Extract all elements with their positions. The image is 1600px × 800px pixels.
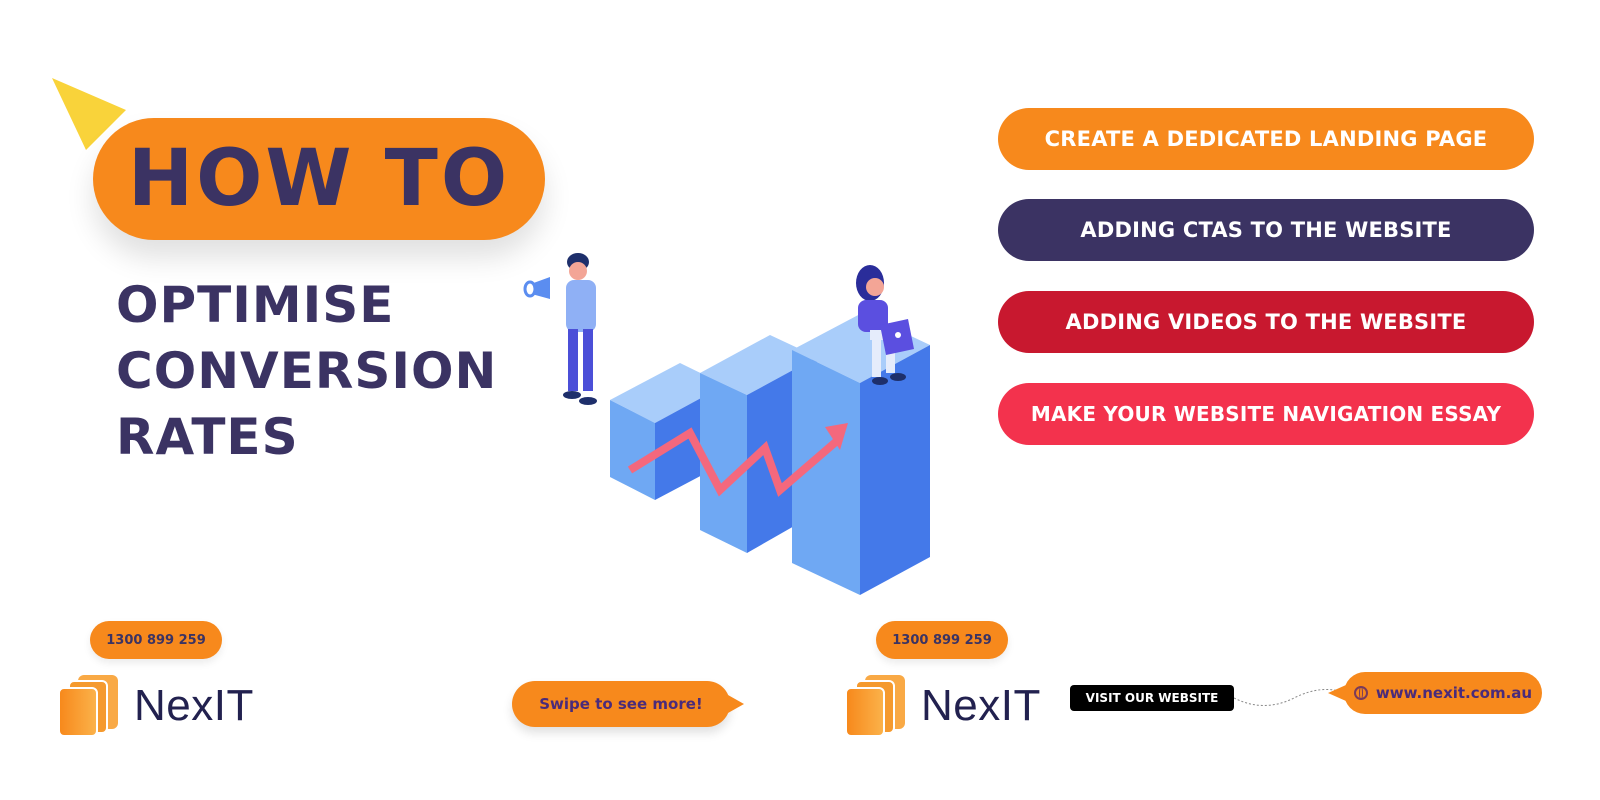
globe-icon — [1353, 686, 1368, 700]
tip-ctas: ADDING CTAS TO THE WEBSITE — [998, 199, 1534, 261]
logo-mark-icon — [845, 675, 907, 737]
website-url: www.nexit.com.au — [1375, 684, 1533, 702]
swipe-text: Swipe to see more! — [539, 695, 703, 713]
pointer-arrow-icon — [52, 78, 126, 150]
dotted-connector — [1234, 689, 1345, 706]
tip-label: CREATE A DEDICATED LANDING PAGE — [1044, 127, 1488, 151]
swipe-hint[interactable]: Swipe to see more! — [512, 681, 744, 727]
how-to-text: HOW TO — [127, 134, 511, 224]
tip-landing-page: CREATE A DEDICATED LANDING PAGE — [998, 108, 1534, 170]
trend-arrow-icon — [627, 427, 841, 497]
how-to-badge: HOW TO — [93, 118, 545, 240]
logo-mark-icon — [58, 675, 120, 737]
tip-navigation: MAKE YOUR WEBSITE NAVIGATION ESSAY — [998, 383, 1534, 445]
phone-number: 1300 899 259 — [106, 632, 206, 648]
phone-badge-left[interactable]: 1300 899 259 — [90, 621, 222, 659]
tip-videos: ADDING VIDEOS TO THE WEBSITE — [998, 291, 1534, 353]
tip-label: ADDING CTAS TO THE WEBSITE — [1080, 218, 1452, 242]
brand-logo-left: NexIT — [58, 675, 254, 737]
headline-line-2: CONVERSION — [116, 342, 498, 400]
brand-name: NexIT — [134, 681, 254, 730]
visit-website-text: VISIT OUR WEBSITE — [1085, 691, 1219, 705]
headline-line-3: RATES — [116, 408, 299, 466]
bar-chart-icon — [610, 313, 930, 595]
headline: OPTIMISE CONVERSION RATES — [116, 272, 497, 470]
megaphone-man-icon — [523, 253, 597, 405]
brand-name: NexIT — [921, 681, 1041, 730]
brand-logo-right: NexIT — [845, 675, 1041, 737]
tip-label: ADDING VIDEOS TO THE WEBSITE — [1065, 310, 1467, 334]
website-url-badge[interactable]: www.nexit.com.au — [1328, 672, 1542, 714]
visit-website-label[interactable]: VISIT OUR WEBSITE — [1070, 685, 1234, 711]
headline-line-1: OPTIMISE — [116, 276, 395, 334]
woman-laptop-icon — [856, 265, 914, 385]
phone-badge-right[interactable]: 1300 899 259 — [876, 621, 1008, 659]
tip-label: MAKE YOUR WEBSITE NAVIGATION ESSAY — [1030, 402, 1502, 426]
phone-number: 1300 899 259 — [892, 632, 992, 648]
growth-illustration — [523, 253, 930, 595]
